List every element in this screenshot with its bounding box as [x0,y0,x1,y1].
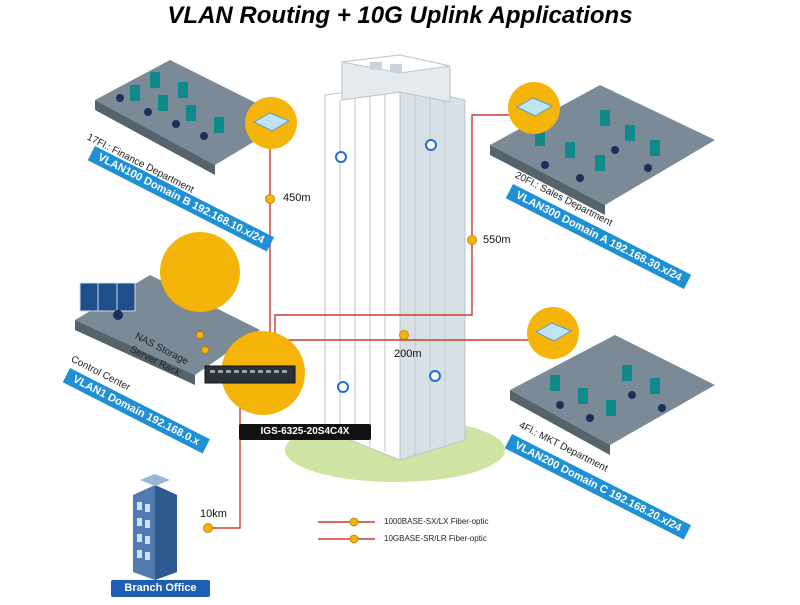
distance-mkt: 200m [394,348,422,360]
tower-port-dots [335,139,441,393]
distance-sales: 550m [483,234,511,246]
switch-node-icons [160,82,579,359]
building-tower [324,54,466,461]
branch-office-building [133,474,177,580]
finance-floor [95,60,290,175]
switch-model-label: IGS-6325-20S4C4X [239,424,371,440]
distance-finance: 450m [283,192,311,204]
mkt-floor [510,335,715,455]
distance-branch: 10km [200,508,227,520]
legend-item-1000base: 1000BASE-SX/LX Fiber-optic [384,517,489,526]
fiber-markers [196,194,477,544]
diagram-title: VLAN Routing + 10G Uplink Applications [167,2,633,29]
branch-office-label: Branch Office [111,580,210,597]
legend-item-10gbase: 10GBASE-SR/LR Fiber-optic [384,534,487,543]
core-switch [204,331,305,415]
